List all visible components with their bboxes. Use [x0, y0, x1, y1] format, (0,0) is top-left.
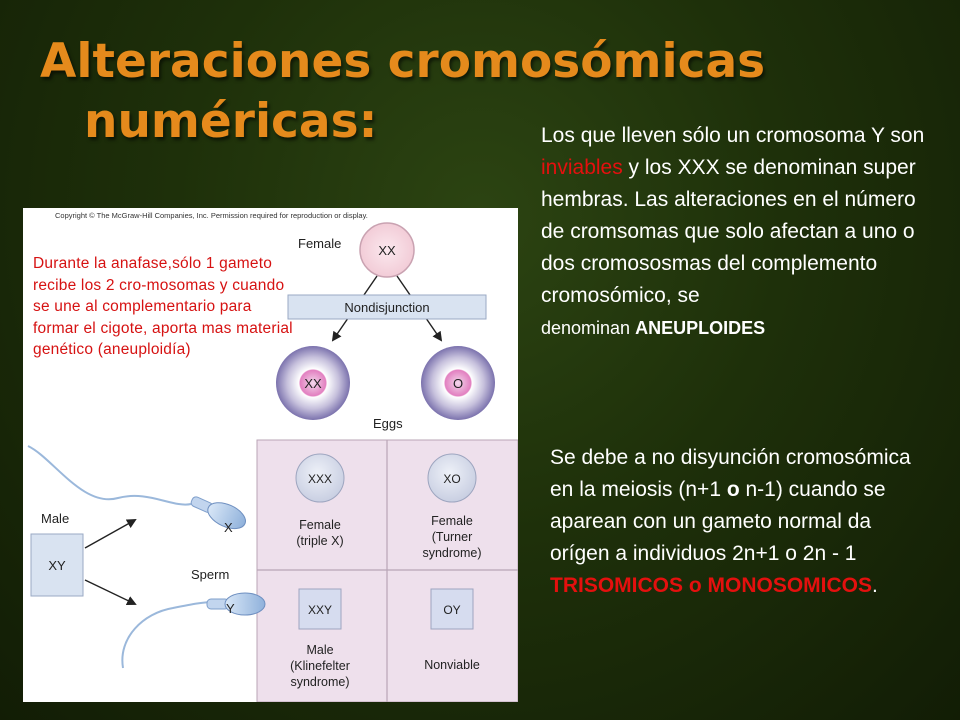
- paragraph-1-text-a: Los que lleven sólo un cromosoma Y son: [541, 124, 925, 147]
- cell-xxx-line1: Female: [299, 518, 341, 532]
- sperm-x-label: X: [224, 520, 233, 535]
- figure-caption: Durante la anafase,sólo 1 gameto recibe …: [33, 255, 293, 358]
- paragraph-2-text-a: Se debe a no disyunción cromosómica en l…: [550, 446, 911, 501]
- figure-diagram: Copyright © The McGraw-Hill Companies, I…: [27, 211, 518, 702]
- sperm-y-tail: [121, 601, 216, 669]
- cell-xxy-line3: syndrome): [290, 675, 349, 689]
- cell-xxx-chromosomes: XXX: [308, 472, 332, 486]
- title-line-2: numéricas:: [84, 94, 378, 149]
- slide-title: Alteraciones cromosómicas numéricas:: [40, 32, 765, 152]
- cell-xo-line2: (Turner: [432, 530, 473, 544]
- sperm-x: [190, 496, 246, 530]
- cell-oy-chromosomes: OY: [443, 603, 460, 617]
- egg-o-label: O: [453, 376, 463, 391]
- sperm-label: Sperm: [191, 567, 229, 582]
- nondisjunction-label: Nondisjunction: [344, 300, 429, 315]
- female-cell: [359, 222, 415, 278]
- male-label: Male: [41, 511, 69, 526]
- cell-xo-line3: syndrome): [422, 546, 481, 560]
- cell-xo-chromosomes: XO: [443, 472, 460, 486]
- copyright-text: Copyright © The McGraw-Hill Companies, I…: [55, 211, 368, 220]
- arrow-to-sperm-x: [84, 519, 137, 549]
- egg-xx-label: XX: [304, 376, 322, 391]
- sperm-y: [206, 592, 266, 616]
- cell-xxx: [295, 453, 345, 503]
- cell-xo: [427, 453, 477, 503]
- inviables-highlight: inviables: [541, 156, 623, 179]
- cell-xxy-line1: Male: [306, 643, 333, 657]
- cell-xxy-line2: (Klinefelter: [290, 659, 350, 673]
- sperm-x-tail: [27, 445, 192, 506]
- paragraph-1: Los que lleven sólo un cromosoma Y son i…: [541, 120, 941, 344]
- cell-xxy: [298, 588, 342, 630]
- paragraph-1-text-b: y los XXX se denominan super hembras. La…: [541, 156, 916, 307]
- female-label: Female: [298, 236, 341, 251]
- cell-xxy-chromosomes: XXY: [308, 603, 332, 617]
- cell-xxx-line2: (triple X): [296, 534, 343, 548]
- paragraph-2-text-b: n-1) cuando se aparean con un gameto nor…: [550, 478, 886, 565]
- sperm-y-label: Y: [226, 601, 235, 616]
- cell-xo-line1: Female: [431, 514, 473, 528]
- paragraph-2-bold-o: o: [726, 478, 740, 501]
- egg-o: [421, 346, 495, 420]
- aneuploides-term: ANEUPLOIDES: [635, 318, 766, 338]
- female-cell-label: XX: [378, 243, 396, 258]
- trisomicos-term: TRISOMICOS o MONOSOMICOS: [550, 574, 873, 597]
- paragraph-1-denominan: denominan: [541, 318, 636, 338]
- paragraph-2-end: .: [872, 574, 878, 597]
- nondisjunction-box: [287, 294, 487, 320]
- arrow-to-sperm-y: [84, 579, 137, 606]
- title-line-1: Alteraciones cromosómicas: [40, 34, 766, 89]
- paragraph-2: Se debe a no disyunción cromosómica en l…: [550, 442, 930, 602]
- cell-oy: [430, 588, 474, 630]
- cell-oy-line1: Nonviable: [424, 658, 480, 672]
- eggs-label: Eggs: [373, 416, 403, 431]
- egg-xx: [276, 346, 350, 420]
- male-xy-box: [30, 533, 84, 597]
- male-xy-label: XY: [48, 558, 66, 573]
- nondisjunction-figure: Copyright © The McGraw-Hill Companies, I…: [23, 208, 518, 702]
